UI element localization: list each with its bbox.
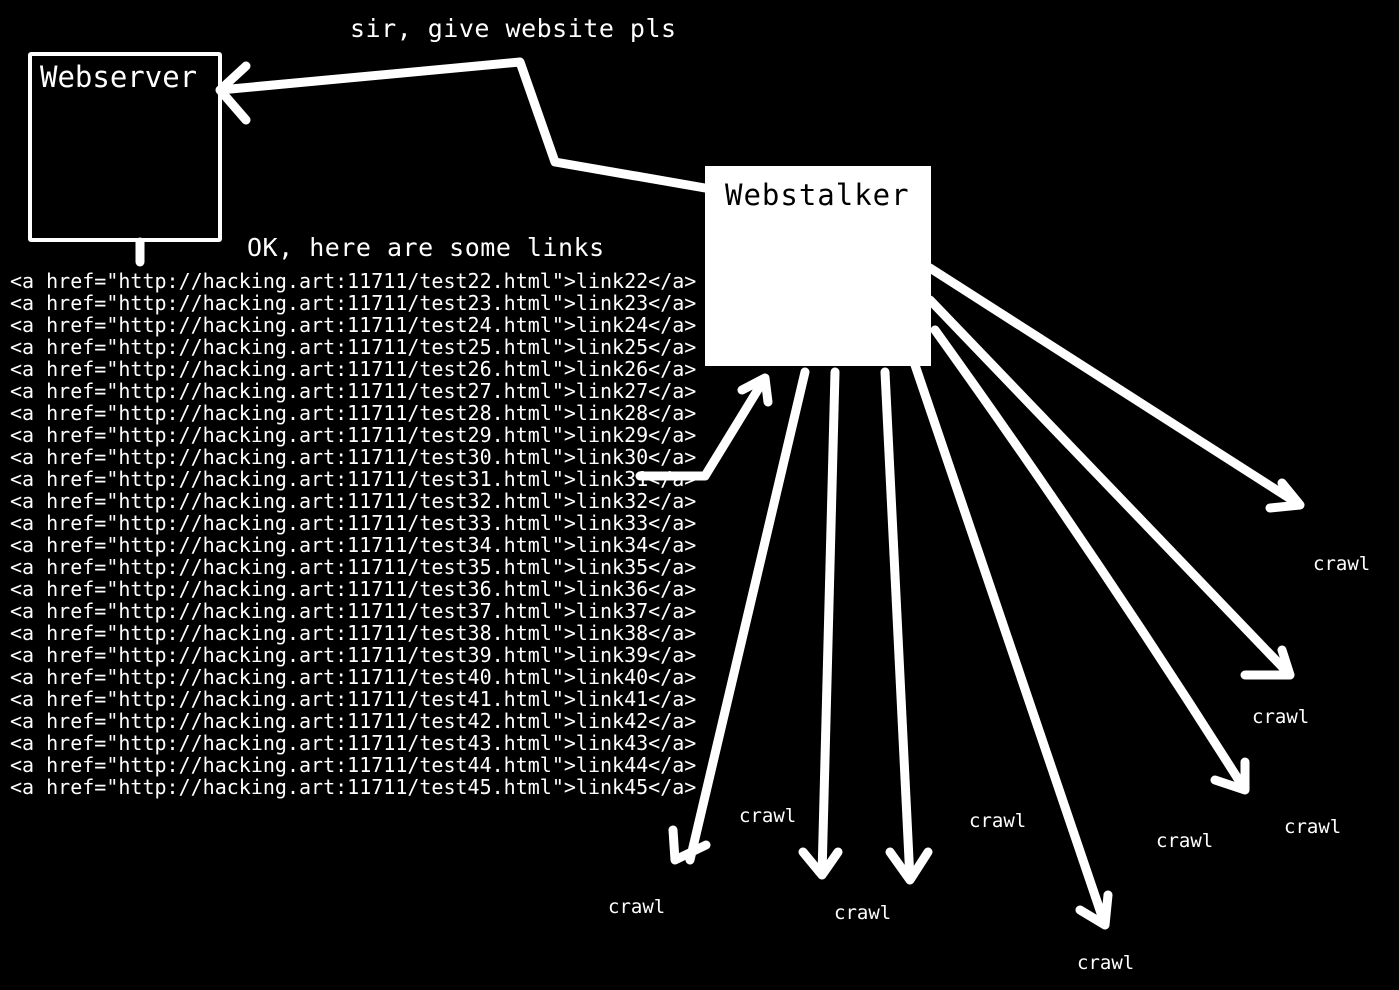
- link-line: <a href="http://hacking.art:11711/test25…: [10, 335, 697, 359]
- link-line: <a href="http://hacking.art:11711/test35…: [10, 555, 697, 579]
- crawl-arrow: [668, 367, 810, 865]
- link-line: <a href="http://hacking.art:11711/test39…: [10, 643, 697, 667]
- crawl-arrow: [930, 325, 1250, 795]
- crawl-label: crawl: [1284, 816, 1342, 838]
- crawl-label: crawl: [608, 896, 666, 918]
- link-line: <a href="http://hacking.art:11711/test45…: [10, 775, 697, 799]
- crawl-arrow: [925, 263, 1305, 513]
- link-line: <a href="http://hacking.art:11711/test38…: [10, 621, 697, 645]
- request-arrow: [215, 57, 710, 193]
- webstalker-box: Webstalker: [705, 166, 931, 366]
- link-line: <a href="http://hacking.art:11711/test33…: [10, 511, 697, 535]
- link-line: <a href="http://hacking.art:11711/test29…: [10, 423, 697, 447]
- link-line: <a href="http://hacking.art:11711/test44…: [10, 753, 697, 777]
- link-line: <a href="http://hacking.art:11711/test41…: [10, 687, 697, 711]
- crawl-label: crawl: [1313, 553, 1371, 575]
- crawl-label: crawl: [739, 805, 797, 827]
- webstalker-title: Webstalker: [725, 178, 910, 212]
- crawl-arrow: [880, 367, 933, 885]
- crawl-arrow: [925, 295, 1295, 680]
- webserver-title: Webserver: [40, 60, 198, 94]
- link-line: <a href="http://hacking.art:11711/test34…: [10, 533, 697, 557]
- link-line: <a href="http://hacking.art:11711/test32…: [10, 489, 697, 513]
- link-line: <a href="http://hacking.art:11711/test24…: [10, 313, 697, 337]
- link-line: <a href="http://hacking.art:11711/test43…: [10, 731, 697, 755]
- webserver-box: Webserver: [28, 52, 222, 242]
- link-line: <a href="http://hacking.art:11711/test40…: [10, 665, 697, 689]
- link-line: <a href="http://hacking.art:11711/test22…: [10, 269, 697, 293]
- crawl-label: crawl: [969, 810, 1027, 832]
- crawl-label: crawl: [1252, 706, 1310, 728]
- crawl-arrow: [910, 360, 1113, 930]
- link-line: <a href="http://hacking.art:11711/test30…: [10, 445, 697, 469]
- crawl-label: crawl: [1156, 830, 1214, 852]
- link-line: <a href="http://hacking.art:11711/test36…: [10, 577, 697, 601]
- link-list: <a href="http://hacking.art:11711/test22…: [10, 270, 696, 798]
- link-line: <a href="http://hacking.art:11711/test37…: [10, 599, 697, 623]
- link-line: <a href="http://hacking.art:11711/test42…: [10, 709, 697, 733]
- crawl-arrow: [798, 367, 843, 880]
- response-label: OK, here are some links: [247, 233, 605, 262]
- link-line: <a href="http://hacking.art:11711/test31…: [10, 467, 697, 491]
- link-line: <a href="http://hacking.art:11711/test23…: [10, 291, 697, 315]
- links-to-webstalker-arrow: [635, 373, 773, 481]
- crawl-label: crawl: [834, 902, 892, 924]
- link-line: <a href="http://hacking.art:11711/test28…: [10, 401, 697, 425]
- link-line: <a href="http://hacking.art:11711/test27…: [10, 379, 697, 403]
- request-label: sir, give website pls: [350, 14, 677, 43]
- link-line: <a href="http://hacking.art:11711/test26…: [10, 357, 697, 381]
- crawl-label: crawl: [1077, 952, 1135, 974]
